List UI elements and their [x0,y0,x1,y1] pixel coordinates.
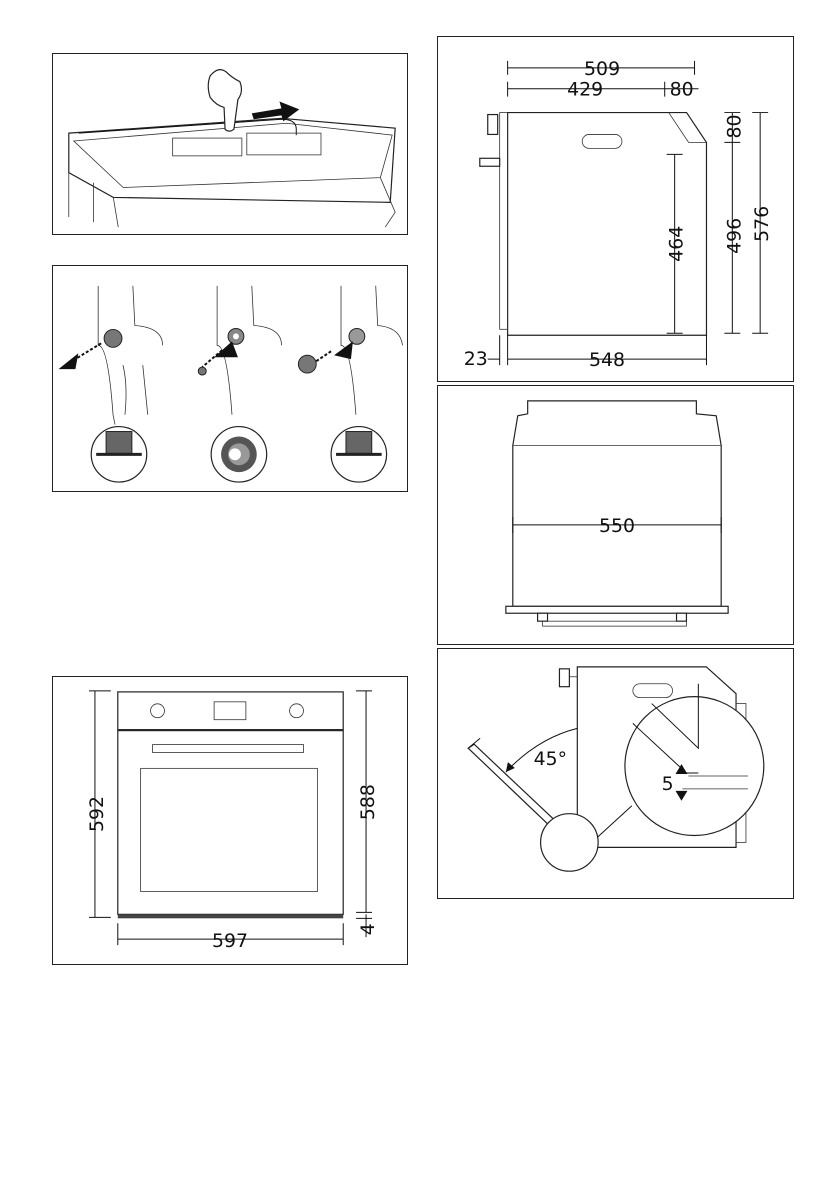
side-height-mid: 496 [723,218,745,254]
front-height-right: 588 [357,784,379,820]
back-view-panel: 550 [437,385,794,645]
side-top-body: 429 [567,79,603,101]
side-right-top: 80 [723,114,745,138]
front-height-left: 592 [86,796,108,832]
step-remove-plug [59,286,163,482]
door-detail-panel: 45° 5 [437,648,794,899]
step-insert-screw [198,286,281,482]
side-depth: 548 [589,349,625,371]
top-view-drawing [53,54,407,234]
door-detail-drawing: 45° 5 [438,649,793,898]
back-view-drawing: 550 [438,386,793,644]
knob-icon [559,669,569,687]
front-view-drawing: 592 588 4 597 [53,677,407,964]
front-bottom-gap: 4 [357,923,379,935]
plug-steps-drawing [53,266,407,491]
arrow-out-icon [59,353,79,369]
plug-steps-panel [52,265,408,492]
side-view-drawing: 509 429 80 80 464 496 576 23 548 [438,37,793,381]
top-view-panel [52,53,408,235]
door-angle: 45° [534,749,567,770]
side-top-total: 509 [584,58,620,80]
door-gap: 5 [662,774,674,795]
front-width: 597 [212,930,248,952]
side-front-offset: 23 [464,348,488,370]
side-view-panel: 509 429 80 80 464 496 576 23 548 [437,36,794,382]
back-width: 550 [599,516,635,537]
step-insert-cover [298,286,402,482]
knob-icon [488,115,498,135]
arrow-in-2-icon [334,341,353,359]
side-top-right: 80 [670,79,694,101]
front-view-panel: 592 588 4 597 [52,676,408,965]
side-inner-height: 464 [666,226,688,262]
side-height-total: 576 [751,206,773,242]
